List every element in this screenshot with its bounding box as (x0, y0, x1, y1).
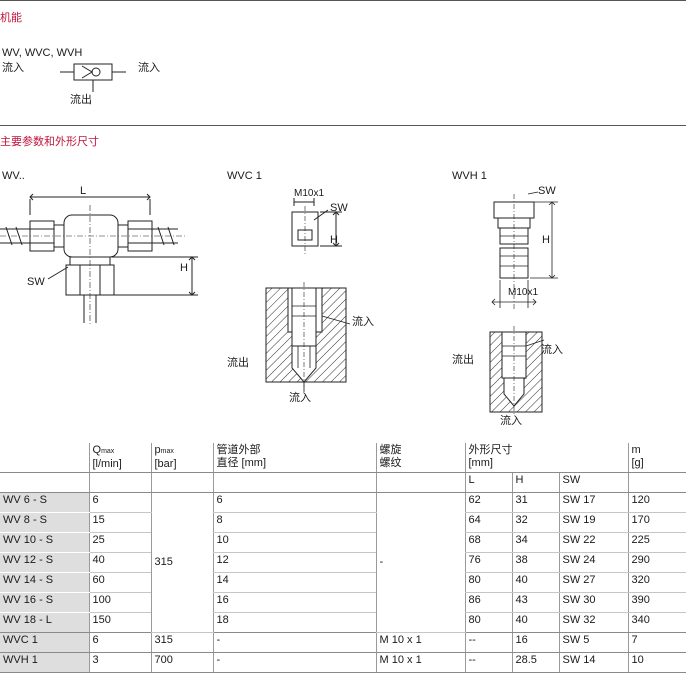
subheader-h: H (511, 472, 559, 493)
spec-table: Qmax [l/min] pmax [bar] 管道外部 直径 [mm] 螺旋 … (0, 443, 686, 673)
wvh-inflow-side: 流入 (541, 344, 563, 356)
wvh-inflow-bottom: 流入 (500, 415, 522, 427)
wvh-outflow-label: 流出 (452, 354, 474, 366)
table-subheader-row: L H SW (0, 472, 686, 493)
wvc-sw-label: SW (330, 202, 348, 214)
table-row: WV 6 - S 6 315 6 - 62 31 SW 17 120 (0, 492, 686, 633)
wv-dim-h: H (180, 262, 188, 274)
row-model: WVC 1 (0, 632, 89, 653)
row-model: WV 16 - S (0, 592, 89, 613)
wv-dim-l: L (80, 185, 87, 197)
wvc-drawing-title: WVC 1 (227, 170, 262, 182)
table-header-row: Qmax [l/min] pmax [bar] 管道外部 直径 [mm] 螺旋 … (0, 443, 686, 473)
top-rule (0, 0, 686, 1)
wvh-sw-label: SW (538, 185, 556, 197)
wvh-cartridge-drawing (489, 191, 558, 414)
check-valve-symbol (60, 63, 126, 92)
table-row: WV 14 - S 60 14 80 40 SW 27 320 (0, 572, 686, 593)
table-row: WV 12 - S 40 12 76 38 SW 24 290 (0, 552, 686, 573)
header-model (0, 443, 89, 473)
row-model: WV 8 - S (0, 512, 89, 533)
table-row: WV 18 - L 150 18 80 40 SW 32 340 (0, 612, 686, 633)
table-row: WV 8 - S 15 8 64 32 SW 19 170 (0, 512, 686, 533)
wvc-thread-label: M10x1 (294, 188, 325, 199)
wv-tee-drawing (0, 193, 198, 325)
row-model: WV 14 - S (0, 572, 89, 593)
header-thread: 螺旋 螺纹 (375, 443, 465, 473)
wv-sw-label: SW (27, 276, 45, 288)
row-model: WVH 1 (0, 652, 89, 673)
inflow-right-label: 流入 (138, 62, 160, 74)
subheader-sw: SW (558, 472, 628, 493)
header-mass: m [g] (627, 443, 686, 473)
shared-thread-cell: - (375, 492, 465, 633)
wvc-inflow-bottom: 流入 (289, 392, 311, 404)
model-list: WV, WVC, WVH (2, 47, 83, 59)
table-row: WV 10 - S 25 10 68 34 SW 22 225 (0, 532, 686, 553)
header-pipe-diameter: 管道外部 直径 [mm] (212, 443, 376, 473)
outflow-label: 流出 (70, 94, 92, 106)
table-row: WV 16 - S 100 16 86 43 SW 30 390 (0, 592, 686, 613)
wvc-inflow-side: 流入 (352, 316, 374, 328)
section-rule (0, 125, 686, 126)
wvh-drawing-title: WVH 1 (452, 170, 487, 182)
shared-pressure-cell: 315 (150, 492, 213, 633)
wv-drawing-title: WV.. (2, 170, 25, 182)
inflow-left-label: 流入 (2, 62, 24, 74)
header-flow: Qmax [l/min] (88, 443, 151, 473)
row-model: WV 10 - S (0, 532, 89, 553)
row-model: WV 6 - S (0, 492, 89, 513)
row-model: WV 12 - S (0, 552, 89, 573)
wvc-cartridge-drawing (265, 198, 351, 392)
row-model: WV 18 - L (0, 612, 89, 633)
header-pressure: pmax [bar] (150, 443, 213, 473)
header-dimensions: 外形尺寸 [mm] (464, 443, 628, 473)
table-row: WVC 1 6 315 - M 10 x 1 -- 16 SW 5 7 (0, 632, 686, 653)
wvc-dim-h: H (330, 234, 338, 246)
wvh-dim-h: H (542, 234, 550, 246)
dims-section-title: 主要参数和外形尺寸 (0, 136, 99, 148)
function-section-title: 机能 (0, 12, 22, 24)
subheader-l: L (464, 472, 512, 493)
wvc-outflow-label: 流出 (227, 357, 249, 369)
table-row: WVH 1 3 700 - M 10 x 1 -- 28.5 SW 14 10 (0, 652, 686, 673)
wvh-thread-label: M10x1 (508, 287, 539, 298)
